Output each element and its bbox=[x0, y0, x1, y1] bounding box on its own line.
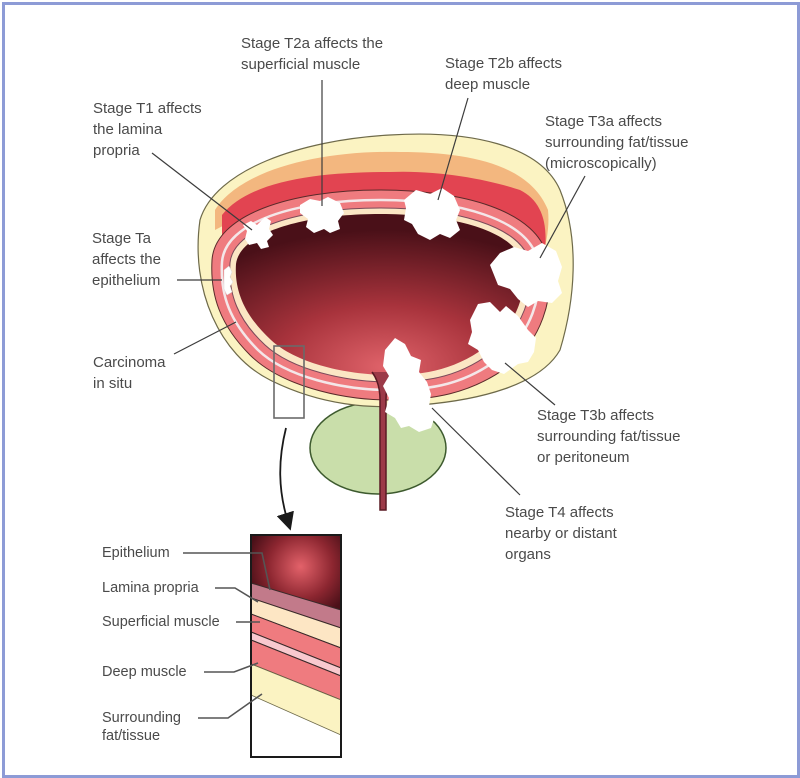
label-stage-t1: Stage T1 affects the lamina propria bbox=[93, 100, 202, 159]
detail-inset bbox=[183, 534, 342, 758]
zoom-arrow bbox=[276, 427, 294, 531]
label-stage-t2b: Stage T2b affects deep muscle bbox=[445, 55, 563, 93]
label-stage-ta: Stage Ta affects the epithelium bbox=[92, 230, 161, 289]
leader-lines bbox=[151, 80, 586, 496]
inset-label-epithelium: Epithelium bbox=[102, 545, 170, 561]
leader-line-t3b bbox=[504, 362, 556, 406]
inset-label-surrounding-fat: Surrounding fat/tissue bbox=[102, 710, 181, 744]
label-stage-t4: Stage T4 affects nearby or distant organ… bbox=[505, 504, 617, 563]
deep-muscle-band bbox=[222, 171, 546, 250]
tumor-t2b bbox=[404, 188, 460, 240]
inset-label-lamina-propria: Lamina propria bbox=[102, 580, 199, 596]
inset-leader-lamina bbox=[215, 587, 259, 603]
label-stage-t3b: Stage T3b affects surrounding fat/tissue… bbox=[537, 407, 681, 466]
label-stage-t2a: Stage T2a affects the superficial muscle bbox=[241, 35, 384, 73]
leader-line-t1 bbox=[151, 152, 253, 231]
tumor-t4 bbox=[383, 338, 435, 432]
inset-selection-box bbox=[273, 345, 305, 419]
inset-leader-epithelium bbox=[183, 552, 271, 591]
tumor-t2a bbox=[300, 197, 344, 233]
inset-leader-deep bbox=[204, 662, 259, 673]
leader-line-t2b bbox=[437, 97, 469, 201]
inset-border bbox=[250, 534, 342, 758]
label-stage-t3a: Stage T3a affects surrounding fat/tissue… bbox=[545, 113, 689, 172]
bladder-lumen bbox=[235, 214, 524, 375]
tumor-ta bbox=[223, 265, 234, 296]
label-carcinoma-in-situ: Carcinoma in situ bbox=[93, 354, 166, 392]
tumor-t3b bbox=[468, 302, 536, 374]
leader-line-t4 bbox=[431, 407, 521, 496]
leader-line-t3a bbox=[539, 175, 586, 259]
inset-leader-fat bbox=[198, 693, 263, 719]
inset-label-superficial-muscle: Superficial muscle bbox=[102, 614, 220, 630]
tumor-t3a bbox=[490, 243, 562, 307]
tumor-t1 bbox=[243, 217, 273, 249]
inset-label-deep-muscle: Deep muscle bbox=[102, 664, 187, 680]
leader-line-cis bbox=[173, 321, 237, 355]
